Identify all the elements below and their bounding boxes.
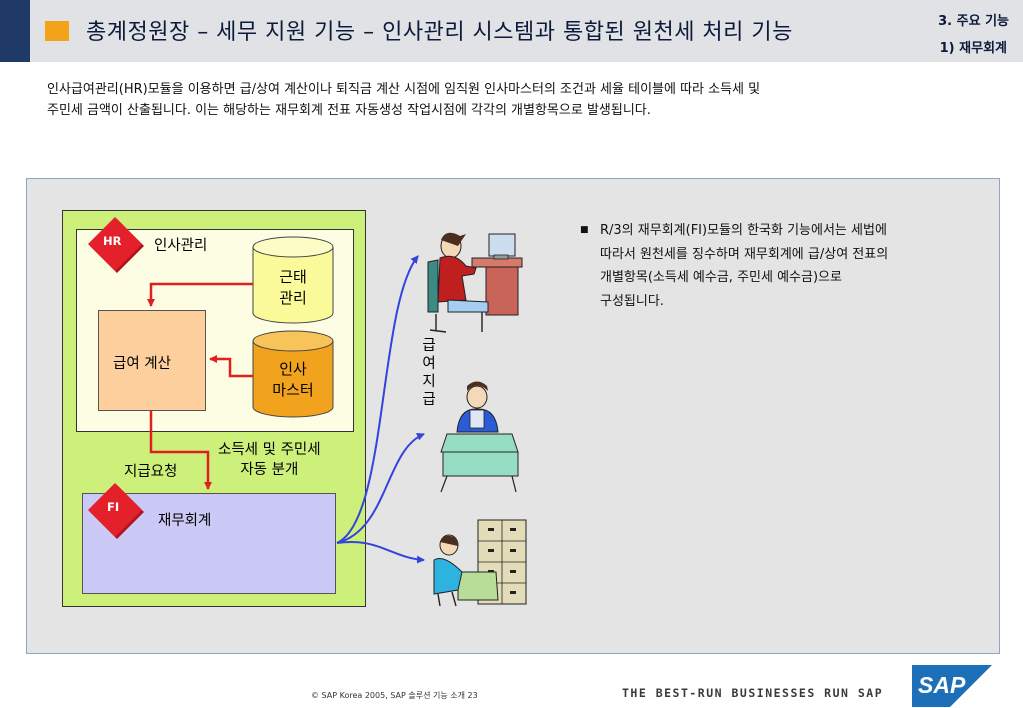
master-to-payroll-arrow: [209, 355, 253, 378]
fi-badge-label: FI: [107, 500, 120, 514]
intro-line-2: 주민세 금액이 산출됩니다. 이는 해당하는 재무회계 전표 자동생성 작업시점…: [47, 103, 651, 118]
bullet-line-1: R/3의 재무회계(FI)모듈의 한국화 기능에서는 세법에: [600, 223, 887, 238]
fi-to-clerk-arrow: [336, 540, 425, 564]
fi-to-employee-arrow: [336, 255, 419, 544]
manager-at-desk-icon: [440, 381, 519, 493]
payroll-to-fi-arrow: [149, 411, 212, 490]
attendance-db-icon: [252, 236, 334, 324]
fi-to-manager-arrow: [336, 432, 425, 544]
payment-request-label: 지급요청: [124, 464, 178, 480]
bullet-description: ■ R/3의 재무회계(FI)모듈의 한국화 기능에서는 세법에 따라서 원천세…: [580, 219, 980, 313]
header-bar: 총계정원장 – 세무 지원 기능 – 인사관리 시스템과 통합된 원천세 처리 …: [0, 0, 1023, 62]
hr-diamond-icon: [88, 217, 144, 273]
personnel-master-label: 인사 마스터: [272, 360, 314, 399]
tax-auto-posting-label: 소득세 및 주민세 자동 분개: [218, 442, 321, 478]
page-title: 총계정원장 – 세무 지원 기능 – 인사관리 시스템과 통합된 원천세 처리 …: [86, 20, 793, 45]
attendance-db-label: 근태 관리: [279, 268, 307, 307]
footer-slogan: THE BEST-RUN BUSINESSES RUN SAP: [622, 686, 884, 700]
payroll-payment-vertical-label: 급 여 지 급: [422, 338, 436, 408]
footer-copyright: © SAP Korea 2005, SAP 솔루션 기능 소개 23: [311, 691, 478, 700]
bullet-line-3: 개별항목(소득세 예수금, 주민세 예수금)으로: [600, 270, 842, 285]
header-orange-square: [45, 21, 69, 41]
hr-module-label: 인사관리: [154, 238, 208, 254]
bullet-line-2: 따라서 원천세를 징수하며 재무회계에 급/상여 전표의: [600, 246, 889, 262]
employee-at-desk-icon: [427, 232, 523, 333]
bullet-line-4: 구성됩니다.: [600, 293, 664, 309]
hr-badge-label: HR: [103, 234, 122, 248]
subsection-label: 1) 재무회계: [939, 41, 1007, 56]
sap-logo-text: SAP: [918, 672, 966, 698]
payroll-calc-label: 급여 계산: [113, 356, 171, 372]
clerk-filing-cabinet-icon: [433, 519, 527, 607]
fi-diamond-icon: [88, 483, 144, 539]
section-label: 3. 주요 기능: [938, 14, 1009, 29]
header-navy-block: [0, 0, 30, 62]
intro-paragraph: 인사급여관리(HR)모듈을 이용하면 급/상여 계산이나 퇴직금 계산 시점에 …: [47, 79, 987, 121]
intro-line-1: 인사급여관리(HR)모듈을 이용하면 급/상여 계산이나 퇴직금 계산 시점에 …: [47, 82, 761, 97]
fi-module-label: 재무회계: [158, 513, 212, 529]
payroll-calc-box: [98, 310, 206, 411]
bullet-marker-icon: ■: [580, 225, 589, 235]
sap-logo-icon: [912, 665, 992, 707]
attendance-to-payroll-arrow: [147, 282, 253, 307]
personnel-master-db-icon: [252, 330, 334, 418]
